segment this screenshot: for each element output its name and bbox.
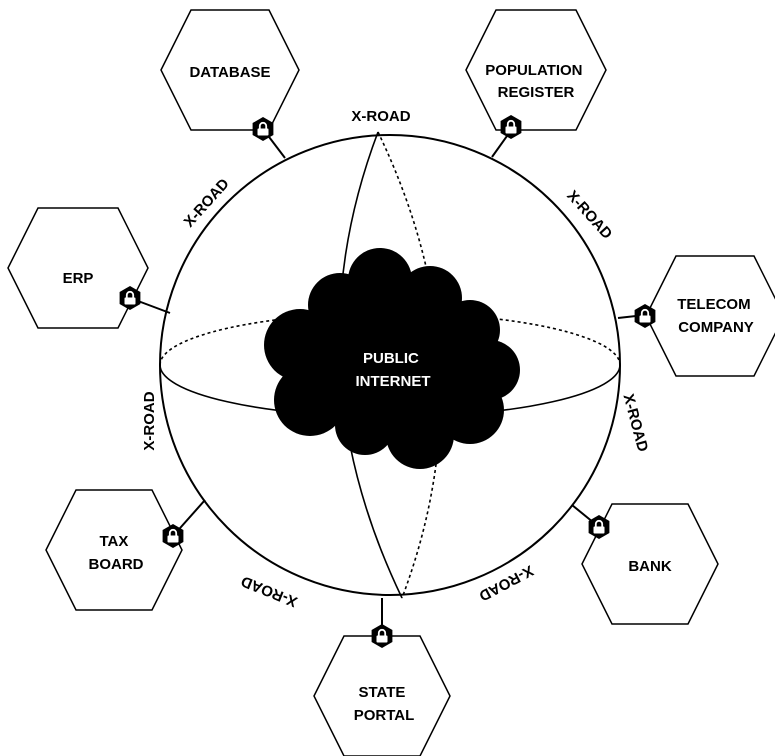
padlock-icon [252,117,274,141]
node-bank: BANK [581,503,719,625]
padlock-icon [588,515,610,539]
center-label-line-1: PUBLIC [363,350,419,367]
xroad-label-right: X-ROAD [619,392,651,454]
padlock-icon [119,286,141,310]
equator-back [159,312,621,366]
node-telecom-company-hexagon [645,255,775,377]
center-label-line-2: INTERNET [356,373,431,390]
node-population-register-hexagon [465,9,607,131]
node-erp-label: ERP [63,270,94,287]
xroad-label-left: X-ROAD [141,391,158,450]
node-bank-label: BANK [628,558,671,575]
node-telecom-company-label: TELECOM COMPANY [677,296,755,336]
xroad-label-bottom-right: X-ROAD [476,562,536,605]
xroad-label-top: X-ROAD [351,108,410,125]
node-database: DATABASE [160,9,300,131]
padlock-icon [371,624,393,648]
xroad-label-bottom-left: X-ROAD [239,572,300,610]
node-telecom-company: TELECOM COMPANY [645,255,775,377]
node-bank-hexagon [581,503,719,625]
padlock-icon [500,115,522,139]
padlock-icon [634,304,656,328]
node-population-register: POPULATION REGISTER [465,9,607,131]
node-state-portal-hexagon [313,635,451,756]
padlock-icon [162,524,184,548]
node-state-portal-label: STATE PORTAL [354,684,415,724]
xroad-label-top-left: X-ROAD [181,175,233,230]
xroad-label-top-right: X-ROAD [563,187,615,242]
node-population-register-label: POPULATION REGISTER [485,62,586,101]
cloud-icon [264,248,520,469]
node-database-label: DATABASE [189,64,270,81]
node-database-hexagon [160,9,300,131]
node-erp: ERP [7,207,149,329]
node-erp-hexagon [7,207,149,329]
node-tax-board: TAX BOARD [45,489,183,611]
node-state-portal: STATE PORTAL [313,635,451,756]
node-tax-board-hexagon [45,489,183,611]
center-label: PUBLIC INTERNET [356,350,431,390]
padlock-icons [119,115,656,648]
node-tax-board-label: TAX BOARD [89,533,144,573]
